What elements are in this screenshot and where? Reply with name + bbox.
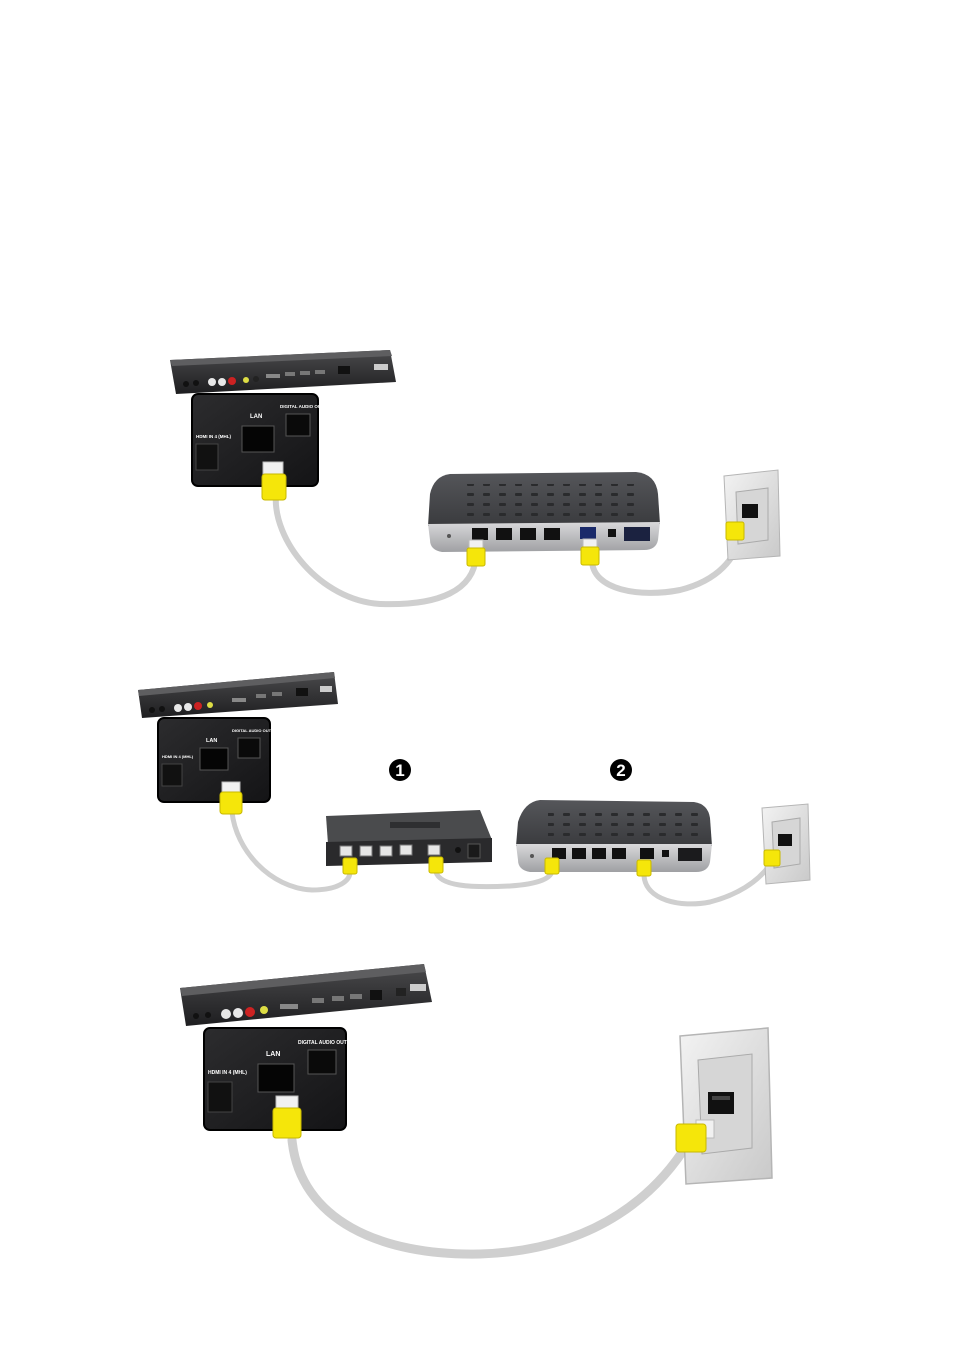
lan-label: LAN bbox=[266, 1051, 280, 1058]
hdmi-label: HDMI IN 4 (MHL) bbox=[196, 434, 231, 439]
optical-label: DIGITAL AUDIO OUT (OPTICAL) bbox=[280, 404, 348, 409]
ethernet-cable-tv-wall bbox=[292, 1140, 690, 1254]
diagram-tv-switch-router-wall: LAN HDMI IN 4 (MHL) DIGITAL AUDIO OUT (O… bbox=[138, 672, 810, 904]
rj45-connector-tv bbox=[273, 1096, 301, 1138]
tv-back-panel bbox=[138, 672, 338, 718]
hdmi-label: HDMI IN 4 (MHL) bbox=[162, 754, 194, 759]
lan-label: LAN bbox=[206, 738, 217, 744]
router bbox=[428, 472, 660, 552]
router-lan-port bbox=[472, 528, 488, 540]
wall-ethernet-jack bbox=[724, 470, 780, 560]
marker-2-text: 2 bbox=[616, 761, 625, 780]
tv-back-panel bbox=[180, 964, 432, 1026]
wall-ethernet-jack bbox=[680, 1028, 772, 1184]
diagram-tv-router-wall: LAN HDMI IN 4 (MHL) DIGITAL AUDIO OUT (O… bbox=[170, 350, 780, 604]
rj45-connector-router-wan bbox=[637, 860, 651, 876]
rj45-connector-wall bbox=[726, 522, 744, 540]
number-marker-2: 2 bbox=[610, 759, 632, 781]
ethernet-cable-switch-router bbox=[436, 870, 552, 887]
rj45-connector-router-lan bbox=[545, 858, 559, 874]
rj45-connector-router-wan bbox=[581, 539, 599, 565]
rj45-connector-tv bbox=[262, 462, 286, 500]
hdmi-label: HDMI IN 4 (MHL) bbox=[208, 1070, 247, 1076]
number-marker-1: 1 bbox=[389, 759, 411, 781]
wall-ethernet-jack bbox=[762, 804, 810, 884]
rj45-connector-wall bbox=[764, 850, 780, 866]
marker-1-text: 1 bbox=[395, 761, 404, 780]
optical-label: DIGITAL AUDIO OUT (OPTICAL) bbox=[298, 1040, 374, 1046]
tv-back-panel bbox=[170, 350, 396, 394]
router-wan-port bbox=[580, 527, 596, 539]
lan-label: LAN bbox=[250, 414, 262, 420]
rj45-connector-switch-2 bbox=[429, 857, 443, 873]
optical-label: DIGITAL AUDIO OUT (OPTICAL) bbox=[232, 728, 293, 733]
rj45-connector-router-lan bbox=[467, 540, 485, 566]
rj45-connector-tv bbox=[220, 782, 242, 814]
rj45-connector-switch-1 bbox=[343, 858, 357, 874]
diagram-tv-wall-direct: LAN HDMI IN 4 (MHL) DIGITAL AUDIO OUT (O… bbox=[180, 964, 772, 1254]
